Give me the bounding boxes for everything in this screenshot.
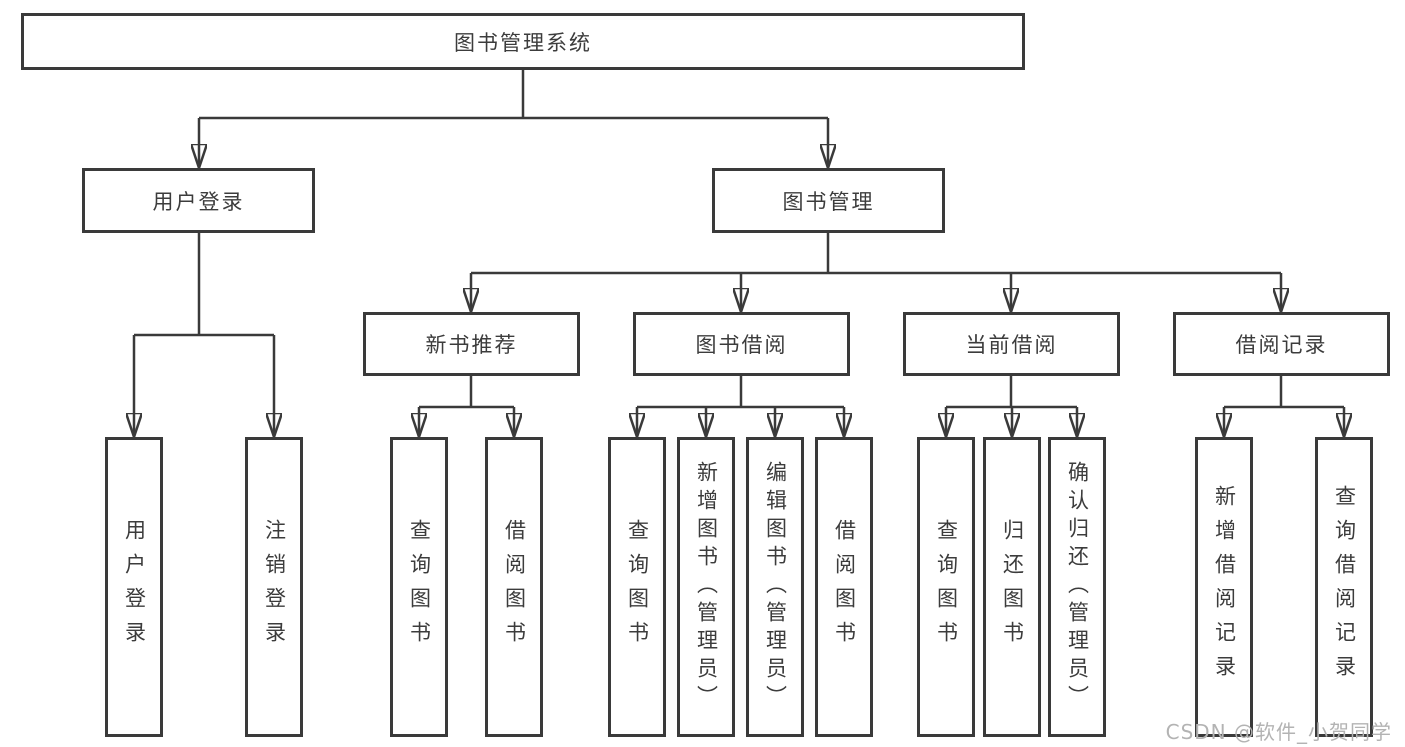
leaf-query-books-current: 查询图书 [917,437,975,737]
leaf-query-books-borrow: 查询图书 [608,437,666,737]
leaf-return-books: 归还图书 [983,437,1041,737]
leaf-borrow-books-recommend: 借阅图书 [485,437,543,737]
leaf-query-books-recommend: 查询图书 [390,437,448,737]
leaf-logout: 注销登录 [245,437,303,737]
leaf-add-borrow-record: 新增借阅记录 [1195,437,1253,737]
leaf-user-login: 用户登录 [105,437,163,737]
leaf-add-books-admin: 新增图书（管理员） [677,437,735,737]
node-user-login: 用户登录 [82,168,315,233]
node-current-borrow: 当前借阅 [903,312,1120,376]
node-root: 图书管理系统 [21,13,1025,70]
leaf-query-borrow-record: 查询借阅记录 [1315,437,1373,737]
node-book-borrow: 图书借阅 [633,312,850,376]
watermark: CSDN @软件_小贺同学 [1165,720,1392,744]
leaf-edit-books-admin: 编辑图书（管理员） [746,437,804,737]
leaf-confirm-return-admin: 确认归还（管理员） [1048,437,1106,737]
node-book-management: 图书管理 [712,168,945,233]
node-new-book-recommend: 新书推荐 [363,312,580,376]
leaf-borrow-books: 借阅图书 [815,437,873,737]
node-borrow-records: 借阅记录 [1173,312,1390,376]
